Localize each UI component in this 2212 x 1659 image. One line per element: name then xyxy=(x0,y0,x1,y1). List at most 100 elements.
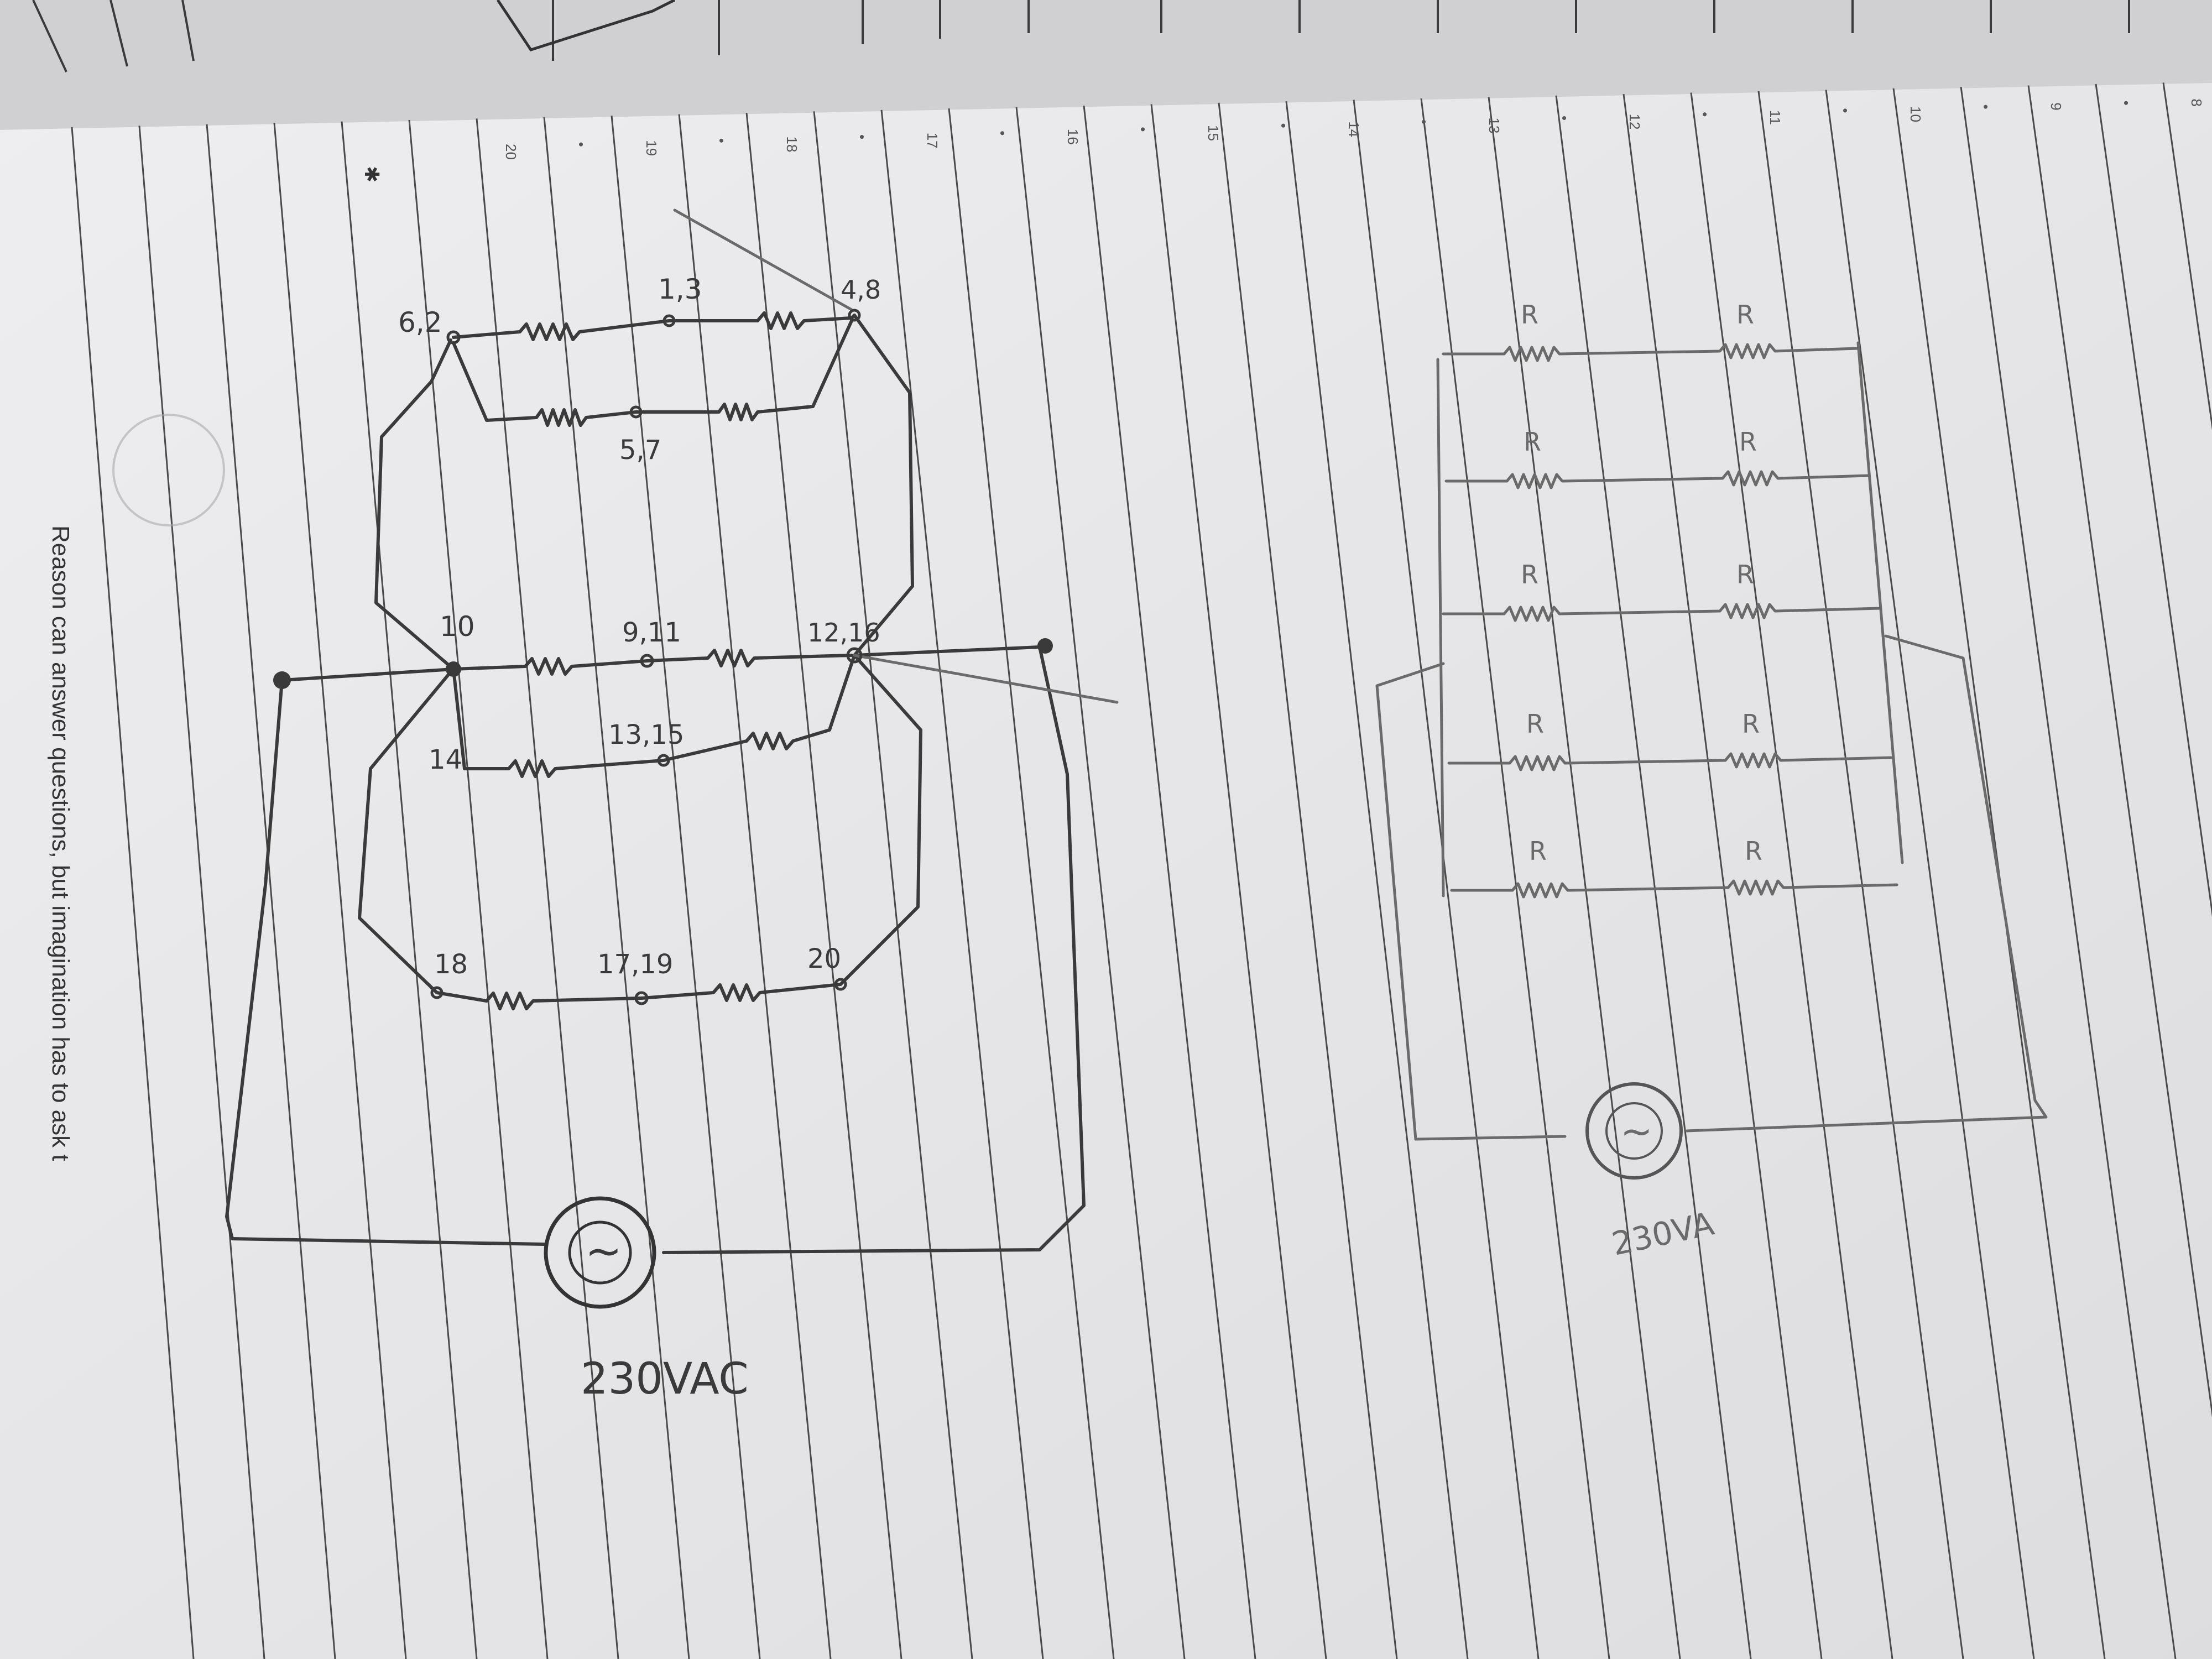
ruled-line xyxy=(1488,97,1681,1659)
erased-circle xyxy=(112,414,225,526)
column-number: 19 xyxy=(643,140,660,156)
resistor-low-1 xyxy=(463,759,665,778)
right-resistor-label: R xyxy=(1529,836,1547,866)
ac-source-left xyxy=(544,1196,656,1309)
ruled-line xyxy=(1825,90,2035,1659)
node-1719 xyxy=(634,991,649,1005)
label-1719: 17,19 xyxy=(597,949,673,980)
ruled-line xyxy=(1757,91,1964,1659)
column-number: 10 xyxy=(1907,106,1924,122)
ac-symbol-right: ~ xyxy=(1620,1109,1653,1154)
ruled-line xyxy=(745,112,902,1659)
label-62: 6,2 xyxy=(398,306,442,338)
ac-source-left-inner xyxy=(568,1220,632,1285)
right-resistor-label: R xyxy=(1745,836,1762,866)
right-resistor-row xyxy=(1442,343,1860,362)
resistor-mid-2 xyxy=(645,649,853,667)
label-14: 14 xyxy=(429,744,462,775)
wire-supply-left xyxy=(225,667,546,1246)
terminal-right xyxy=(1037,638,1053,654)
ac-symbol-left: ~ xyxy=(585,1225,622,1277)
column-number: • xyxy=(2118,101,2135,106)
resistor-low-2 xyxy=(662,654,856,762)
resistor-bot-2 xyxy=(640,983,842,1002)
node-18 xyxy=(430,986,444,999)
node-57 xyxy=(629,405,643,419)
ruled-line xyxy=(1218,102,1398,1659)
resistor-top-1 xyxy=(518,319,671,341)
right-resistor-row xyxy=(1450,879,1898,899)
ruled-line xyxy=(341,121,478,1659)
node-1315 xyxy=(657,754,670,767)
column-number: 11 xyxy=(1767,110,1783,125)
ruled-line xyxy=(1960,86,2177,1659)
resistor-mid-1 xyxy=(452,657,649,676)
wire-supply-right xyxy=(662,645,1086,1254)
column-number: • xyxy=(573,142,589,147)
column-number: 12 xyxy=(1626,114,1643,130)
resistor-bot-1 xyxy=(435,991,643,1010)
right-resistor-label: R xyxy=(1521,560,1538,589)
ruled-line xyxy=(678,114,832,1659)
label-18: 18 xyxy=(434,949,468,980)
node-62 xyxy=(446,330,461,345)
ruled-line xyxy=(611,116,761,1659)
column-number: • xyxy=(1697,112,1713,117)
label-10: 10 xyxy=(440,611,475,643)
wire-right-extra xyxy=(853,654,1119,704)
column-number: • xyxy=(854,134,870,139)
resistor-57-1 xyxy=(535,408,638,427)
ruled-line xyxy=(1150,104,1327,1659)
left-circuit-diagram: 6,2 1,3 4,8 5,7 10 9,11 12,16 14 13,15 1… xyxy=(225,208,1119,1404)
ac-source-right xyxy=(1585,1082,1683,1180)
margin-quote: Reason can answer questions, but imagina… xyxy=(47,525,74,1161)
label-13: 1,3 xyxy=(658,273,702,305)
ruled-line xyxy=(138,126,265,1659)
node-911 xyxy=(640,654,654,668)
label-1216: 12,16 xyxy=(807,618,880,648)
node-20 xyxy=(834,978,847,991)
right-resistor-label: R xyxy=(1526,709,1544,739)
column-number: • xyxy=(1556,116,1573,121)
ruled-line xyxy=(1285,101,1469,1659)
right-right-rail xyxy=(1856,341,1904,864)
right-resistor-label: R xyxy=(1739,427,1757,457)
ruled-line xyxy=(71,127,195,1659)
wire-right-top-outer xyxy=(853,314,914,657)
label-1315: 13,15 xyxy=(608,719,684,750)
right-left-rail xyxy=(1436,358,1445,898)
ruled-line xyxy=(273,123,407,1659)
column-number: 20 xyxy=(503,144,519,160)
label-57: 5,7 xyxy=(619,435,661,466)
right-resistor-label: R xyxy=(1736,300,1754,330)
right-resistor-label: R xyxy=(1736,560,1754,589)
wire-right-bottom-outer xyxy=(839,654,922,986)
right-resistor-label: R xyxy=(1521,300,1538,330)
ruled-line xyxy=(476,118,619,1659)
column-number: 18 xyxy=(784,136,800,152)
ruled-line xyxy=(1690,92,1893,1659)
right-resistor-label: R xyxy=(1524,427,1541,457)
column-number: • xyxy=(1135,127,1151,132)
source-label-left: 230VAC xyxy=(581,1354,749,1404)
previous-page-lines xyxy=(32,0,2130,72)
node-10 xyxy=(446,661,461,677)
ruled-line xyxy=(1623,94,1823,1659)
terminal-left xyxy=(273,671,291,689)
ruled-line xyxy=(1555,95,1752,1659)
ac-source-right-inner xyxy=(1605,1102,1663,1160)
ruled-line xyxy=(948,108,1115,1659)
wire-57-left xyxy=(452,341,538,422)
column-number: 16 xyxy=(1065,129,1081,145)
column-number: • xyxy=(1837,108,1854,113)
column-number: 15 xyxy=(1205,125,1222,141)
ruled-line xyxy=(2095,84,2212,917)
wire-14-from-10 xyxy=(452,667,466,770)
column-number: • xyxy=(1978,105,1994,109)
label-20: 20 xyxy=(807,943,841,974)
column-numbers: 20•19•18•17•16•15•14•13•12•11•10•9•8 xyxy=(503,98,2205,160)
node-1216 xyxy=(846,647,863,664)
wire-top-slash xyxy=(673,208,853,311)
right-feed-right xyxy=(1685,634,2048,1133)
